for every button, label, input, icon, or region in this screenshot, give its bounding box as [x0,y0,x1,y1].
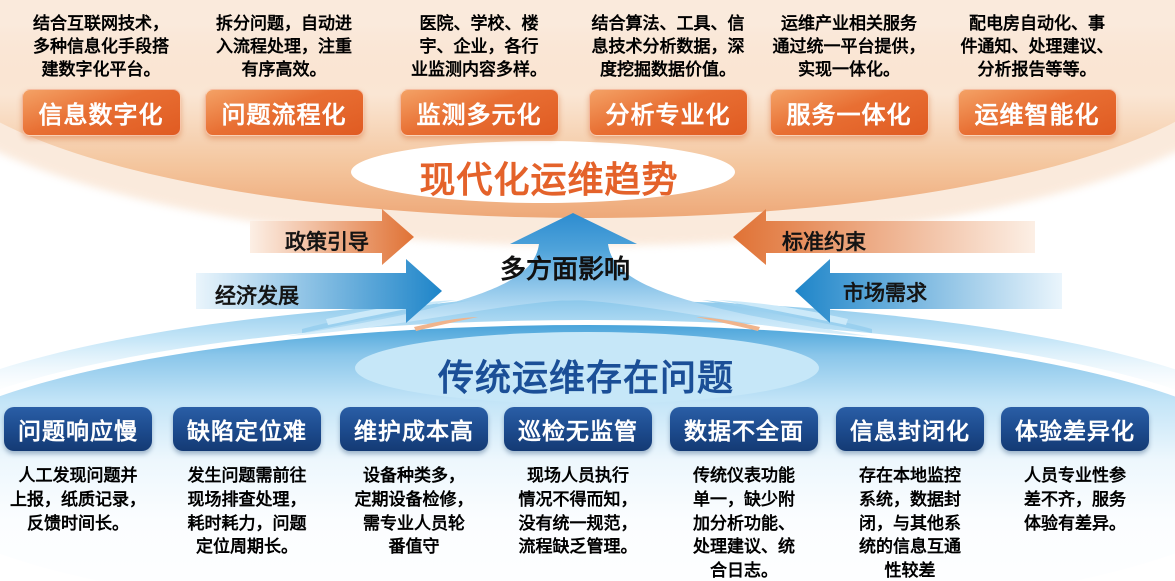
trend-column: 配电房自动化、事 件通知、处理建议、 分析报告等等。 运维智能化 [937,12,1137,137]
trend-column: 医院、学校、楼 宇、企业，各行 业监测内容多样。 监测多元化 [379,12,579,137]
trend-column: 拆分问题，自动进 入流程处理，注重 有序高效。 问题流程化 [184,12,384,137]
problem-desc: 人工发现问题并 上报，纸质记录， 反馈时间长。 [10,466,146,533]
problem-badge: 维护成本高 [340,407,488,451]
economy-arrow-label: 经济发展 [215,285,299,308]
problem-desc: 现场人员执行 情况不得而知， 没有统一规范， 流程缺乏管理。 [518,466,638,557]
modern-trend-title: 现代化运维趋势 [419,159,679,200]
trend-desc: 医院、学校、楼 宇、企业，各行 业监测内容多样。 [411,14,547,80]
trend-desc: 结合算法、工具、信 息技术分析数据，深 度挖掘数据价值。 [591,14,745,80]
problem-column: 信息封闭化 存在本地监控 系统，数据封 闭，与其他系 统的信息互通 性较差 [825,407,995,581]
trend-desc: 结合互联网技术， 多种信息化手段搭 建数字化平台。 [33,14,169,80]
problem-badge: 缺陷定位难 [173,407,321,451]
trend-desc: 配电房自动化、事 件通知、处理建议、 分析报告等等。 [960,14,1114,80]
trend-badge: 监测多元化 [399,89,559,137]
problem-column: 问题响应慢 人工发现问题并 上报，纸质记录， 反馈时间长。 [0,407,163,535]
trend-title-ellipse [351,141,735,203]
trend-badge: 运维智能化 [957,89,1117,137]
problem-desc: 设备种类多， 定期设备检修， 需专业人员轮 番值守 [354,466,474,557]
problem-column: 体验差异化 人员专业性参 差不齐，服务 体验有差异。 [990,407,1160,535]
trend-badge: 分析专业化 [588,89,748,137]
problem-title-ellipse [355,332,819,404]
problem-badge: 巡检无监管 [504,407,652,451]
trend-badge: 信息数字化 [21,89,181,137]
trend-column: 运维产业相关服务 通过统一平台提供， 实现一体化。 服务一体化 [749,12,949,137]
problem-badge: 信息封闭化 [836,407,984,451]
trend-badge: 问题流程化 [204,89,364,137]
problem-desc: 发生问题需前往 现场排查处理， 耗时耗力，问题 定位周期长。 [187,466,307,557]
economy-arrow-icon [196,259,442,323]
up-arrow-icon [287,213,868,336]
problem-dome-ellipse [0,325,1175,581]
trend-column: 结合互联网技术， 多种信息化手段搭 建数字化平台。 信息数字化 [1,12,201,137]
trend-badge: 服务一体化 [769,89,929,137]
problem-badge: 问题响应慢 [4,407,152,451]
problem-desc: 传统仪表功能 单一，缺少附 加分析功能、 处理建议、统 合日志。 [693,466,795,581]
trend-dome-ellipse [0,0,1175,218]
multi-influence-label: 多方面影响 [499,254,630,284]
problem-badge: 体验差异化 [1001,407,1149,451]
standard-arrow-label: 标准约束 [782,231,866,254]
market-arrow-label: 市场需求 [843,282,927,305]
problem-column: 维护成本高 设备种类多， 定期设备检修， 需专业人员轮 番值守 [329,407,499,559]
problem-column: 缺陷定位难 发生问题需前往 现场排查处理， 耗时耗力，问题 定位周期长。 [162,407,332,559]
trend-column: 结合算法、工具、信 息技术分析数据，深 度挖掘数据价值。 分析专业化 [568,12,768,137]
problem-desc: 人员专业性参 差不齐，服务 体验有差异。 [1024,466,1126,533]
problem-badge: 数据不全面 [670,407,818,451]
standard-arrow-icon [733,209,1035,265]
problem-column: 巡检无监管 现场人员执行 情况不得而知， 没有统一规范， 流程缺乏管理。 [493,407,663,559]
problem-column: 数据不全面 传统仪表功能 单一，缺少附 加分析功能、 处理建议、统 合日志。 [659,407,829,581]
policy-arrow-icon [250,209,414,265]
traditional-problem-title: 传统运维存在问题 [437,357,734,398]
market-arrow-icon [795,259,1062,323]
policy-arrow-label: 政策引导 [285,231,369,254]
problem-desc: 存在本地监控 系统，数据封 闭，与其他系 统的信息互通 性较差 [859,466,961,581]
trend-desc: 运维产业相关服务 通过统一平台提供， 实现一体化。 [772,14,926,80]
trend-desc: 拆分问题，自动进 入流程处理，注重 有序高效。 [216,14,352,80]
